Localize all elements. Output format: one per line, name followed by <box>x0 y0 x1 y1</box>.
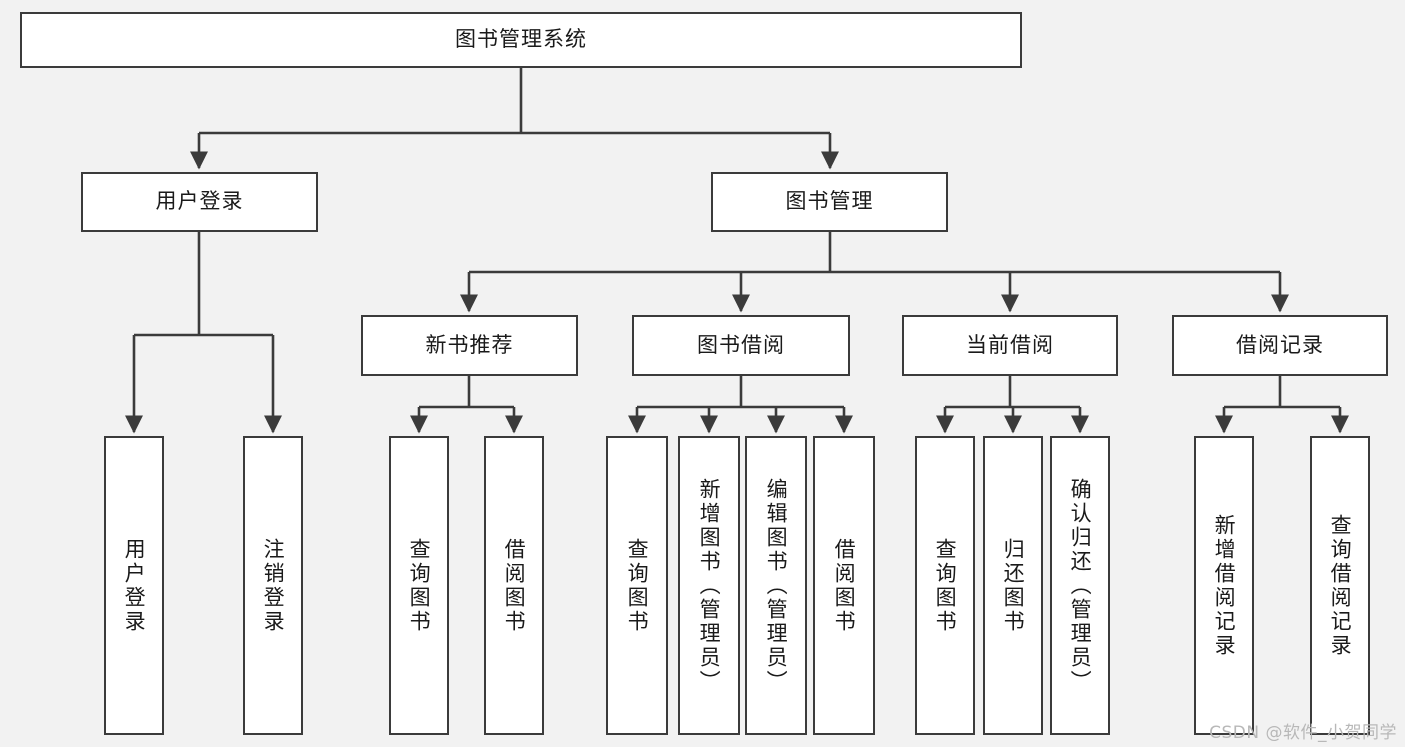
node-leaf-logout[interactable]: 注销登录 <box>243 436 303 735</box>
node-leaf-query-book-current-label: 查询图书 <box>933 537 958 634</box>
node-level3-book-borrow[interactable]: 图书借阅 <box>632 315 850 376</box>
node-leaf-user-login-label: 用户登录 <box>122 537 147 634</box>
watermark: CSDN @软件_小贺同学 <box>1209 723 1397 743</box>
node-leaf-borrow-book-label: 借阅图书 <box>832 537 857 634</box>
node-leaf-logout-label: 注销登录 <box>261 537 286 634</box>
node-leaf-confirm-return-admin[interactable]: 确认归还（管理员） <box>1050 436 1110 735</box>
node-level3-current-borrow-label: 当前借阅 <box>966 332 1054 357</box>
node-leaf-edit-book-admin[interactable]: 编辑图书（管理员） <box>745 436 807 735</box>
node-leaf-query-book-borrow-label: 查询图书 <box>625 537 650 634</box>
node-level3-borrow-record[interactable]: 借阅记录 <box>1172 315 1388 376</box>
node-leaf-edit-book-admin-label: 编辑图书（管理员） <box>764 477 789 694</box>
node-leaf-query-book-current[interactable]: 查询图书 <box>915 436 975 735</box>
node-root[interactable]: 图书管理系统 <box>20 12 1022 68</box>
node-leaf-query-book-recommend-label: 查询图书 <box>407 537 432 634</box>
node-leaf-add-book-admin-label: 新增图书（管理员） <box>697 477 722 694</box>
node-level3-borrow-record-label: 借阅记录 <box>1236 332 1324 357</box>
node-level2-user-login-label: 用户登录 <box>155 189 244 214</box>
node-leaf-borrow-book-recommend[interactable]: 借阅图书 <box>484 436 544 735</box>
node-leaf-query-book-recommend[interactable]: 查询图书 <box>389 436 449 735</box>
node-leaf-borrow-book[interactable]: 借阅图书 <box>813 436 875 735</box>
node-leaf-query-book-borrow[interactable]: 查询图书 <box>606 436 668 735</box>
node-leaf-query-borrow-record-label: 查询借阅记录 <box>1328 513 1353 658</box>
node-level2-book-management-label: 图书管理 <box>785 189 874 214</box>
node-leaf-add-borrow-record[interactable]: 新增借阅记录 <box>1194 436 1254 735</box>
node-level3-new-book-recommend-label: 新书推荐 <box>425 332 514 357</box>
node-leaf-add-book-admin[interactable]: 新增图书（管理员） <box>678 436 740 735</box>
node-leaf-confirm-return-admin-label: 确认归还（管理员） <box>1068 477 1093 694</box>
node-leaf-borrow-book-recommend-label: 借阅图书 <box>502 537 527 634</box>
node-level2-user-login[interactable]: 用户登录 <box>81 172 318 232</box>
node-level3-book-borrow-label: 图书借阅 <box>697 332 785 357</box>
node-leaf-return-book[interactable]: 归还图书 <box>983 436 1043 735</box>
node-level3-current-borrow[interactable]: 当前借阅 <box>902 315 1118 376</box>
node-root-label: 图书管理系统 <box>455 27 587 52</box>
node-level2-book-management[interactable]: 图书管理 <box>711 172 948 232</box>
node-level3-new-book-recommend[interactable]: 新书推荐 <box>361 315 578 376</box>
node-leaf-query-borrow-record[interactable]: 查询借阅记录 <box>1310 436 1370 735</box>
node-leaf-return-book-label: 归还图书 <box>1001 537 1026 634</box>
node-leaf-add-borrow-record-label: 新增借阅记录 <box>1212 513 1237 658</box>
node-leaf-user-login[interactable]: 用户登录 <box>104 436 164 735</box>
